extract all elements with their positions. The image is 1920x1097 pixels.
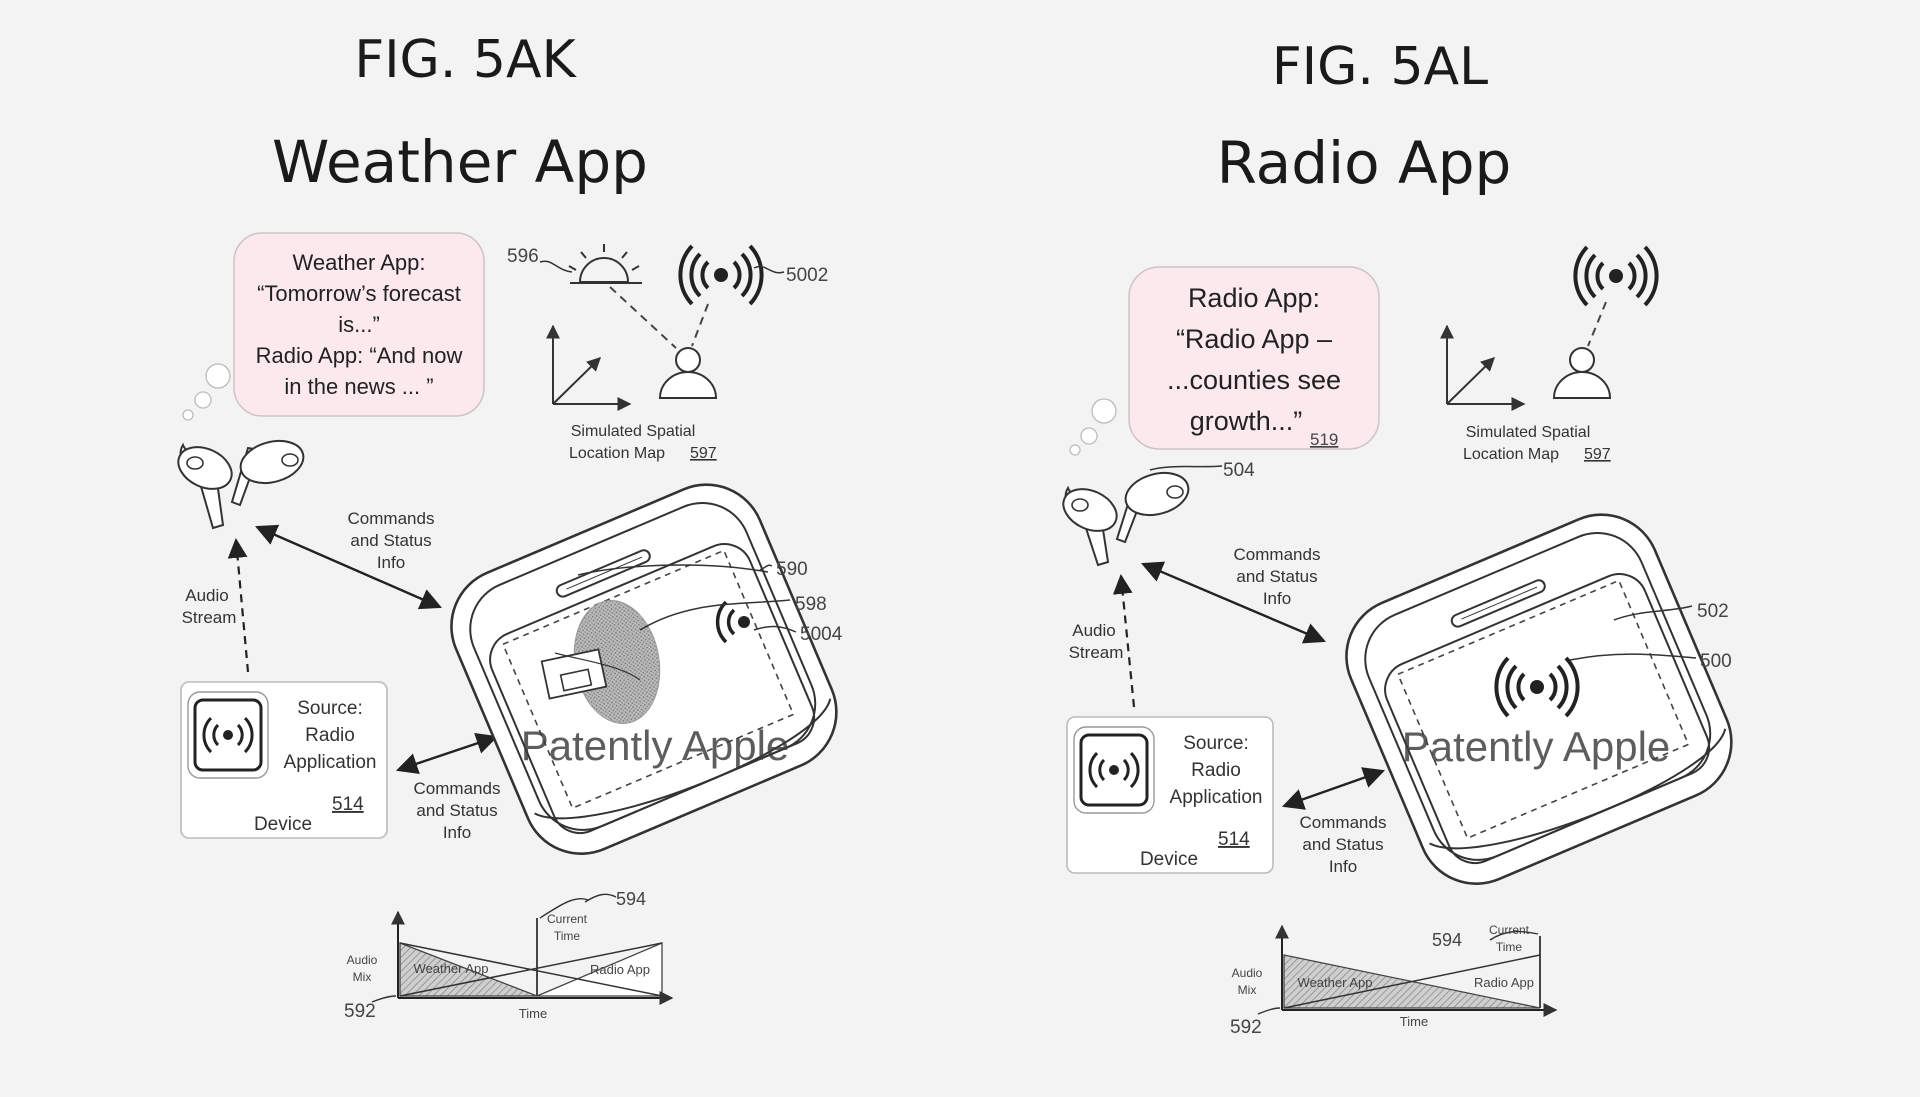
audio-stream-label: Audio	[1072, 621, 1115, 640]
commands-label: Info	[443, 823, 471, 842]
audio-mix-graph: 594 Current Time Audio Mix Weather App R…	[344, 889, 674, 1022]
commands-label: and Status	[1236, 567, 1317, 586]
map-label: Location Map	[569, 445, 665, 462]
fade-out-label: Weather App	[1298, 975, 1373, 990]
source-label: Radio	[305, 725, 355, 746]
ref-502: 502	[1697, 601, 1729, 622]
audio-mix-label: Audio	[1232, 966, 1263, 980]
spatial-axes	[546, 324, 632, 411]
time-axis-label: Time	[519, 1006, 547, 1021]
time-axis-label: Time	[1400, 1014, 1428, 1029]
current-time-label: Current	[547, 912, 588, 926]
source-ref: 514	[332, 794, 364, 815]
ref-592: 592	[344, 1001, 376, 1022]
right-bubble-line: growth...”	[1190, 406, 1303, 436]
audio-stream-label: Audio	[185, 586, 228, 605]
fade-in-label: Radio App	[590, 962, 650, 977]
right-bubble-line: ...counties see	[1167, 365, 1341, 395]
broadcast-signal-icon	[1573, 245, 1659, 307]
right-bubble-line: Radio App:	[1188, 283, 1320, 313]
ref-5002: 5002	[786, 265, 828, 286]
source-label: Radio	[1191, 760, 1241, 781]
device-label: Device	[1140, 849, 1198, 870]
app-pointer-icon	[540, 648, 608, 700]
map-label: Simulated Spatial	[1466, 424, 1591, 441]
source-device-box: Source: Radio Application 514 Device	[180, 681, 388, 839]
map-label: Simulated Spatial	[571, 423, 696, 440]
commands-label: Info	[1329, 857, 1357, 876]
left-bubble-line: is...”	[338, 312, 380, 337]
commands-label: Commands	[1300, 813, 1387, 832]
listener-head-icon	[658, 347, 718, 399]
listener-head-icon	[1552, 347, 1612, 399]
fade-in-label: Radio App	[1474, 975, 1534, 990]
left-speech-bubble: Weather App: “Tomorrow’s forecast is...”…	[182, 232, 485, 421]
source-label: Application	[284, 752, 377, 773]
ref-504: 504	[1223, 460, 1255, 481]
ref-596: 596	[507, 246, 539, 267]
ref-592: 592	[1230, 1017, 1262, 1038]
source-label: Source:	[297, 698, 362, 719]
source-device-box: Source: Radio Application 514 Device	[1066, 716, 1274, 874]
commands-label: Info	[377, 553, 405, 572]
source-ref: 514	[1218, 829, 1250, 850]
audio-stream-label: Stream	[1069, 643, 1124, 662]
source-label: Source:	[1183, 733, 1248, 754]
left-bubble-line: Weather App:	[293, 250, 426, 275]
right-app-title: Radio App	[1217, 129, 1512, 197]
device-signal-icon	[1494, 656, 1580, 718]
watch-device	[1345, 513, 1733, 885]
earbuds-icon	[1062, 471, 1190, 567]
map-ref: 597	[690, 445, 717, 462]
watermark: Patently Apple	[1402, 723, 1671, 770]
right-panel: FIG. 5AL Radio App Radio App: “Radio App…	[1062, 37, 1733, 1038]
ref-594: 594	[616, 889, 646, 909]
audio-mix-label: Mix	[1238, 983, 1257, 997]
commands-label: Commands	[414, 779, 501, 798]
ref-500: 500	[1700, 651, 1732, 672]
radio-app-icon	[1088, 751, 1140, 789]
ref-594: 594	[1432, 930, 1462, 950]
bubble-ref-519: 519	[1310, 430, 1338, 449]
watermark: Patently Apple	[521, 722, 790, 769]
commands-label: and Status	[416, 801, 497, 820]
right-bubble-line: “Radio App –	[1176, 324, 1332, 354]
sun-icon	[568, 244, 642, 284]
ref-598: 598	[795, 594, 827, 615]
left-bubble-line: Radio App: “And now	[256, 343, 463, 368]
device-label: Device	[254, 814, 312, 835]
audio-stream-label: Stream	[182, 608, 237, 627]
fade-out-label: Weather App	[414, 961, 489, 976]
current-time-label: Current	[1489, 923, 1530, 937]
map-ref: 597	[1584, 446, 1611, 463]
map-label: Location Map	[1463, 446, 1559, 463]
left-bubble-line: “Tomorrow’s forecast	[257, 281, 461, 306]
left-bubble-line: in the news ... ”	[284, 374, 433, 399]
commands-label: Commands	[348, 509, 435, 528]
ref-5004: 5004	[800, 624, 843, 645]
commands-label: and Status	[1302, 835, 1383, 854]
current-time-label: Time	[1496, 940, 1523, 954]
left-fig-label: FIG. 5AK	[354, 30, 577, 90]
left-app-title: Weather App	[272, 128, 648, 196]
right-speech-bubble: Radio App: “Radio App – ...counties see …	[1069, 266, 1380, 456]
audio-mix-graph: 594 Current Time Audio Mix Weather App R…	[1230, 923, 1558, 1038]
current-time-label: Time	[554, 929, 581, 943]
source-label: Application	[1170, 787, 1263, 808]
broadcast-signal-icon	[678, 244, 764, 306]
spatial-axes	[1440, 324, 1526, 411]
ref-590: 590	[776, 559, 808, 580]
right-fig-label: FIG. 5AL	[1272, 37, 1488, 97]
commands-label: Commands	[1234, 545, 1321, 564]
audio-mix-label: Mix	[353, 970, 372, 984]
audio-mix-label: Audio	[347, 953, 378, 967]
commands-label: and Status	[350, 531, 431, 550]
commands-label: Info	[1263, 589, 1291, 608]
radio-app-icon	[202, 716, 254, 754]
left-panel: FIG. 5AK Weather App Weather App: “Tomor…	[177, 30, 843, 1022]
earbuds-icon	[177, 439, 305, 530]
